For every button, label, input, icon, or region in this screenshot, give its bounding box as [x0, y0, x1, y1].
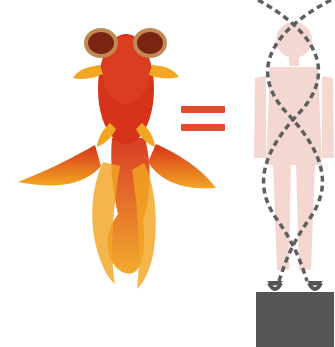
goldfish-right-eye	[135, 30, 165, 56]
equals-sign-top-bar	[181, 106, 225, 113]
human-neck	[289, 56, 299, 66]
goldfish-figure	[18, 30, 216, 289]
goldfish-tail-left	[18, 145, 101, 185]
human-left-arm	[254, 76, 266, 158]
equals-sign-bottom-bar	[181, 124, 225, 131]
goldfish-right-pectoral-fin	[149, 65, 179, 78]
pedestal-top-notch	[256, 281, 334, 292]
goldfish-left-eye	[86, 30, 116, 56]
human-right-arm	[322, 76, 334, 158]
goldfish-tail-right	[148, 144, 216, 188]
equals-sign	[181, 106, 225, 131]
goldfish-left-pectoral-fin	[73, 65, 103, 79]
human-silhouette	[254, 22, 334, 347]
